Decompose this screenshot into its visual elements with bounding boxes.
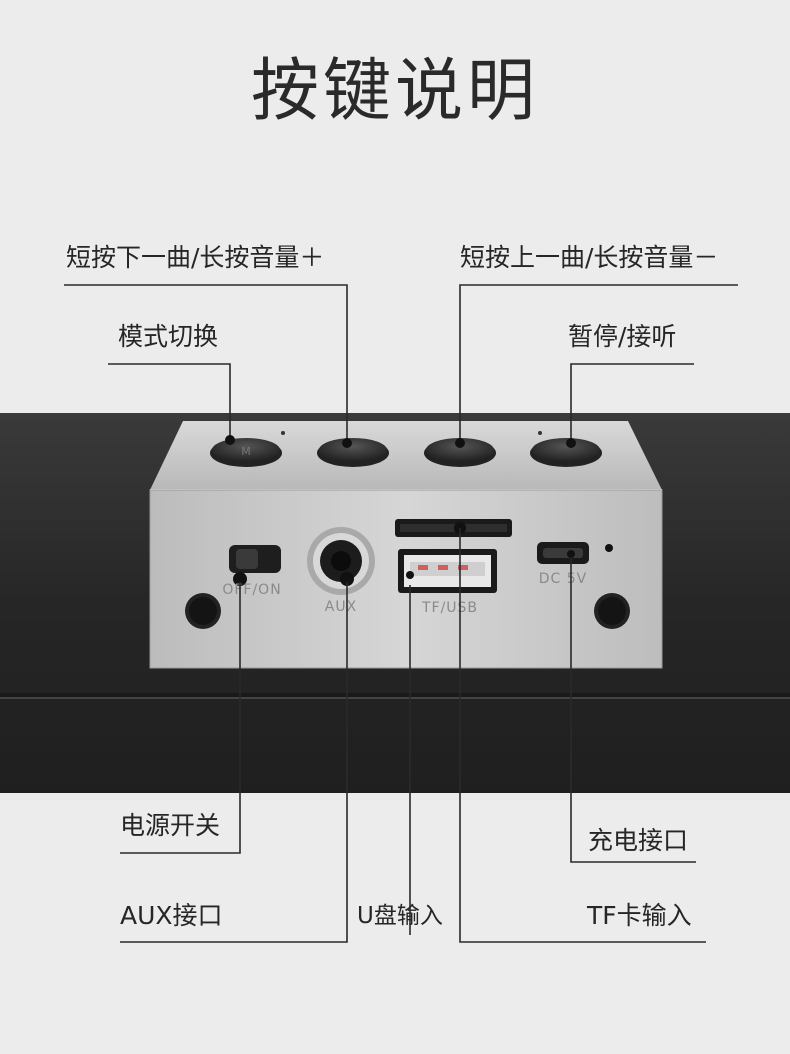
tf-usb-marking: TF/USB [421,600,478,616]
dc-5v-marking: DC 5V [539,571,588,587]
leader-prev-vol-down [459,284,738,440]
label-aux-port: AUX接口 [120,901,223,930]
next-volume-up-button[interactable] [317,438,389,467]
screw-right [594,593,630,629]
label-mode-switch: 模式切换 [118,322,219,351]
label-next-track-volume-up: 短按下一曲/长按音量＋ [66,243,325,272]
leader-pause [570,363,694,440]
leader-charge [570,552,696,863]
aux-jack[interactable] [307,527,375,595]
off-on-marking: OFF/ON [222,582,281,598]
page-title: 按键说明 [250,52,539,131]
label-usb-input: U盘输入 [357,903,443,929]
label-tf-input: TF卡输入 [587,901,692,930]
play-pause-button[interactable] [530,438,602,467]
leader-mode [108,363,231,440]
usb-port[interactable] [398,549,497,593]
leader-aux [120,582,348,943]
leader-power [120,582,241,854]
label-power-switch: 电源开关 [120,811,221,840]
label-prev-track-volume-down: 短按上一曲/长按音量－ [460,243,719,272]
power-switch[interactable] [229,545,281,586]
leader-tf [459,528,706,943]
svg-text:M: M [241,445,251,458]
aux-marking: AUX [325,599,357,615]
screw-left [185,593,221,629]
leader-dots [225,435,576,579]
leader-next-vol-up [64,284,348,440]
leader-lines [64,284,738,943]
mode-button[interactable]: M [210,438,282,467]
tf-card-slot[interactable] [395,519,512,537]
label-charging-port: 充电接口 [588,826,689,855]
prev-volume-down-button[interactable] [424,438,496,467]
label-pause-answer: 暂停/接听 [568,322,677,351]
